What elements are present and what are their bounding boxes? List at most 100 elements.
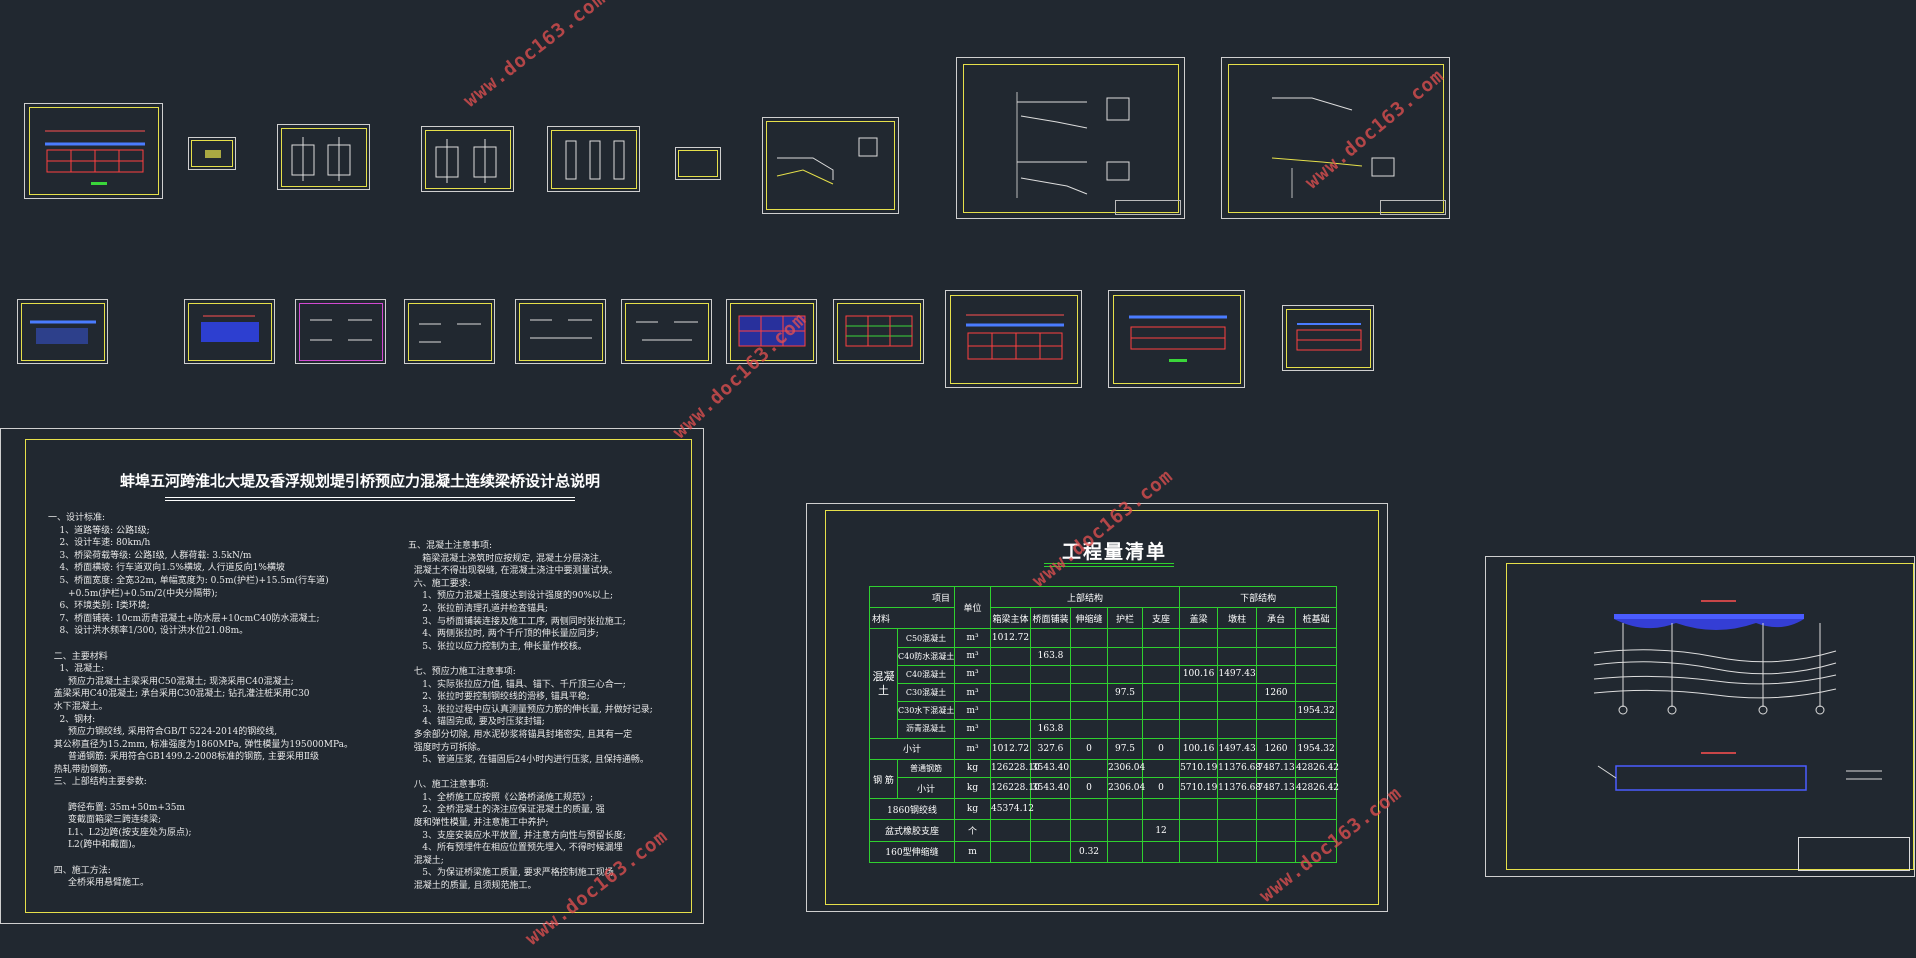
table-cell: m³ [954, 701, 992, 721]
sheet-frame [408, 303, 492, 361]
table-cell: 12 [1142, 819, 1181, 842]
table-cell [1107, 840, 1144, 864]
drawing-sheet-18[interactable] [945, 290, 1082, 388]
sheet-frame [825, 510, 1379, 905]
drawing-sheet-4[interactable] [421, 126, 514, 192]
table-cell: 普通钢筋 [896, 758, 956, 778]
col-header: 护栏 [1107, 607, 1144, 630]
table-cell: 97.5 [1107, 683, 1144, 703]
drawing-sheet-16[interactable] [726, 299, 817, 364]
rebar-thumb [845, 315, 913, 347]
drawing-sheet-8[interactable] [956, 57, 1185, 219]
table-cell: m³ [954, 664, 992, 685]
general-notes-sheet[interactable] [0, 428, 704, 924]
table-cell: 100.16 [1179, 737, 1219, 760]
table-cell [1256, 798, 1297, 821]
table-cell: 1954.32 [1295, 701, 1338, 721]
table-cell [1179, 628, 1219, 648]
table-cell: 11376.68 [1217, 758, 1261, 778]
general-notes-title: 蚌埠五河跨淮北大堤及香浮规划堤引桥预应力混凝土连续梁桥设计总说明 [119, 472, 600, 490]
drawing-sheet-14[interactable] [515, 299, 606, 364]
header-item: 项目 [868, 585, 956, 609]
header-upper-structure: 上部结构 [990, 585, 1181, 609]
table-cell: 0 [1070, 737, 1109, 760]
table-cell [1217, 683, 1258, 703]
sheet-frame [837, 303, 921, 361]
table-cell: 163.8 [1030, 719, 1072, 739]
table-cell: C30水下混凝土 [896, 701, 956, 721]
table-cell [1217, 628, 1258, 648]
table-cell [1070, 664, 1109, 685]
table-cell: m³ [954, 737, 992, 760]
drawing-sheet-7[interactable] [762, 117, 899, 214]
table-cell: 42826.42 [1295, 776, 1339, 800]
table-cell [1142, 701, 1181, 721]
col-header: 桩基础 [1295, 607, 1338, 630]
title-block [1115, 200, 1181, 215]
table-cell: 5710.19 [1179, 758, 1219, 778]
drawing-sheet-13[interactable] [404, 299, 495, 364]
table-cell: kg [954, 798, 992, 821]
table-cell [990, 683, 1032, 703]
table-cell: 126228.10 [990, 776, 1040, 800]
table-cell [1295, 719, 1338, 739]
table-cell: 2306.04 [1107, 758, 1145, 778]
table-cell [1179, 798, 1219, 821]
drawing-sheet-15[interactable] [621, 299, 712, 364]
table-cell [1107, 719, 1144, 739]
table-cell: C50混凝土 [896, 628, 956, 648]
sheet-frame [191, 140, 233, 167]
drawing-sheet-19[interactable] [1108, 290, 1245, 388]
drawing-sheet-9[interactable] [1221, 57, 1450, 219]
drawing-sheet-2[interactable] [188, 137, 236, 170]
table-cell [1070, 798, 1109, 821]
table-cell: 个 [954, 819, 992, 842]
drawing-sheet-1[interactable] [24, 103, 163, 199]
sheet-frame [678, 150, 718, 177]
table-cell: m³ [954, 646, 992, 666]
table-cell [990, 664, 1032, 685]
quantity-sheet[interactable] [806, 503, 1388, 912]
drawing-sheet-10[interactable] [17, 299, 108, 364]
col-header: 桥面铺装 [1030, 607, 1072, 630]
table-cell [1217, 819, 1258, 842]
drawing-sheet-3[interactable] [277, 124, 370, 190]
table-cell [1217, 646, 1258, 666]
girder-thumb [30, 320, 96, 344]
drawing-sheet-20[interactable] [1282, 305, 1374, 371]
table-cell [1295, 798, 1338, 821]
bridge-elevation-drawing [1593, 600, 1882, 791]
drawing-sheet-12[interactable] [295, 299, 386, 364]
table-cell [1142, 758, 1181, 778]
table-cell [1070, 701, 1109, 721]
drawing-sheet-6[interactable] [675, 147, 721, 180]
table-cell [1217, 719, 1258, 739]
table-cell [1179, 646, 1219, 666]
table-cell: 97.5 [1107, 737, 1144, 760]
sheet-frame [1228, 64, 1444, 213]
drawing-sheet-17[interactable] [833, 299, 924, 364]
sheet-frame [281, 128, 367, 187]
bridge-elevation-sheet[interactable] [1485, 556, 1915, 877]
table-cell [1217, 798, 1258, 821]
table-cell [1142, 628, 1181, 648]
table-cell [1107, 628, 1144, 648]
table-cell [1070, 628, 1109, 648]
table-cell: C30混凝土 [896, 683, 956, 703]
table-cell [1179, 683, 1219, 703]
table-cell [1179, 840, 1219, 864]
table-cell: m³ [954, 719, 992, 739]
header-material: 材料 [868, 607, 956, 630]
table-cell [1030, 840, 1072, 864]
drawing-sheet-5[interactable] [547, 126, 640, 192]
notes-left-column: 一、设计标准: 1、道路等级: 公路Ⅰ级; 2、设计车速: 80km/h 3、桥… [48, 513, 353, 889]
pier-section-thumb [435, 139, 497, 183]
col-header: 墩柱 [1217, 607, 1258, 630]
drawing-sheet-11[interactable] [184, 299, 275, 364]
table-cell [1142, 646, 1181, 666]
